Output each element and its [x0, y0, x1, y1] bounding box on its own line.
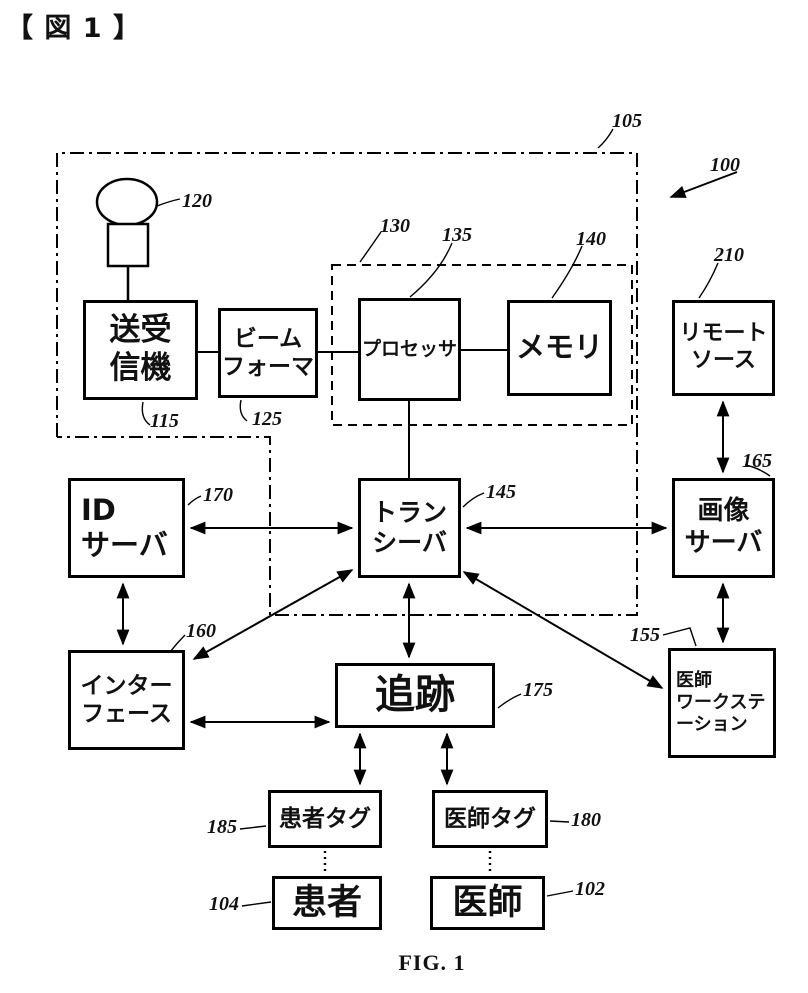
node-id-server: ID サーバ	[68, 478, 185, 578]
ref-label-120: 120	[182, 190, 212, 212]
node-interface: インター フェース	[68, 650, 185, 750]
node-label: 患者	[291, 882, 362, 923]
ref-100-arrow	[669, 171, 738, 198]
leader-lines	[141, 128, 771, 907]
node-label: リモート ソース	[679, 321, 768, 373]
ref-label-185: 185	[207, 816, 237, 838]
node-physician-workstation: 医師 ワークステ ーション	[668, 648, 776, 758]
ref-label-210: 210	[714, 244, 744, 266]
node-label: ビーム フォーマ	[222, 325, 314, 380]
ref-label-104: 104	[209, 893, 239, 915]
figure-header: 【 図 1 】	[6, 13, 141, 44]
node-label: 医師タグ	[444, 805, 536, 832]
ref-label-135: 135	[442, 224, 472, 246]
node-physician-tag: 医師タグ	[432, 790, 548, 848]
ref-label-100: 100	[710, 154, 740, 176]
node-beamformer: ビーム フォーマ	[218, 308, 318, 398]
node-label: インター フェース	[80, 672, 173, 727]
ref-label-125: 125	[252, 408, 282, 430]
node-tracking: 追跡	[335, 663, 495, 728]
node-label: ID サーバ	[81, 492, 168, 562]
ref-label-160: 160	[186, 620, 216, 642]
ref-label-105: 105	[612, 110, 642, 132]
ref-label-155: 155	[630, 624, 660, 646]
ref-label-145: 145	[486, 481, 516, 503]
figure-caption: FIG. 1	[398, 950, 466, 975]
node-label: トラン シーバ	[371, 497, 447, 558]
ref-label-115: 115	[150, 410, 179, 432]
node-label: プロセッサ	[361, 337, 457, 360]
node-processor: プロセッサ	[358, 298, 461, 401]
dotted-connectors	[323, 851, 492, 874]
processing-boundary-dashed	[331, 264, 633, 426]
node-label: 患者タグ	[279, 805, 371, 832]
ref-label-102: 102	[575, 878, 605, 900]
ref-label-165: 165	[742, 450, 772, 472]
node-patient-tag: 患者タグ	[268, 790, 382, 848]
ref-label-180: 180	[571, 809, 601, 831]
ref-label-130: 130	[380, 215, 410, 237]
node-label: 追跡	[375, 672, 455, 719]
plain-connectors	[198, 349, 507, 478]
double-arrow-connectors	[116, 400, 730, 786]
ref-label-170: 170	[203, 484, 233, 506]
node-remote-source: リモート ソース	[672, 300, 775, 396]
node-physician: 医師	[430, 876, 545, 930]
node-label: 送受 信機	[109, 312, 172, 386]
node-memory: メモリ	[507, 300, 612, 396]
node-patient: 患者	[272, 876, 382, 930]
node-transmitter-receiver: 送受 信機	[83, 300, 198, 400]
node-label: 画像 サーバ	[684, 496, 763, 558]
ref-label-175: 175	[523, 679, 553, 701]
ref-label-140: 140	[576, 228, 606, 250]
ultrasound-probe-icon	[95, 177, 159, 300]
node-transceiver: トラン シーバ	[358, 478, 461, 578]
node-image-server: 画像 サーバ	[672, 478, 775, 578]
node-label: 医師 ワークステ ーション	[676, 670, 766, 735]
node-label: メモリ	[515, 330, 603, 365]
node-label: 医師	[452, 882, 523, 923]
